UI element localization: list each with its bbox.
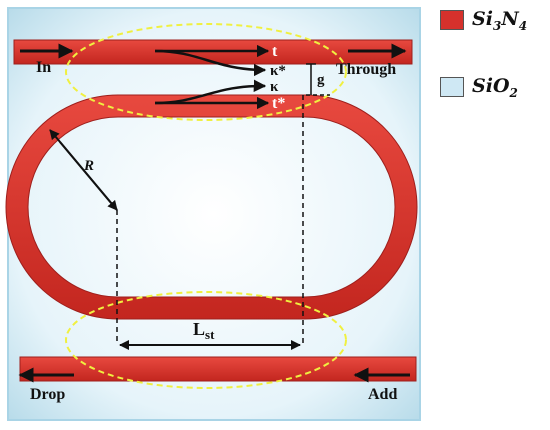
bottom-coupling-highlight xyxy=(65,291,347,389)
sio2-cladding xyxy=(7,7,421,421)
through-label: Through xyxy=(336,61,396,78)
racetrack-ring xyxy=(5,94,418,320)
legend-swatch-si3n4 xyxy=(440,10,464,30)
legend-si3n4-sub1: 3 xyxy=(492,18,502,33)
legend-label-sio2: SiO2 xyxy=(472,75,518,100)
kappa-star-label: κ* xyxy=(270,63,286,79)
bottom-bus-waveguide xyxy=(19,356,417,382)
radius-label: R xyxy=(83,158,94,174)
lst-sub: st xyxy=(205,327,215,342)
legend-sio2-sub1: 2 xyxy=(509,85,518,100)
radius-arrow-back xyxy=(59,141,118,211)
t-star-label: t* xyxy=(272,95,285,112)
top-coupling-highlight xyxy=(65,23,347,121)
gap-label: g xyxy=(317,72,325,88)
legend-si3n4-mid: N xyxy=(501,8,519,30)
t-label: t xyxy=(272,43,278,60)
lst-main: L xyxy=(193,319,205,339)
lst-label: Lst xyxy=(193,319,215,342)
legend-si3n4-sub2: 4 xyxy=(518,18,528,33)
legend-swatch-sio2 xyxy=(440,77,464,97)
add-label: Add xyxy=(368,386,397,403)
legend-sio2-base: SiO xyxy=(472,75,510,97)
kappa-star-line xyxy=(154,49,267,77)
legend-si3n4-base: Si xyxy=(472,8,493,30)
kappa-label: κ xyxy=(270,79,279,95)
drop-label: Drop xyxy=(30,386,65,403)
in-label: In xyxy=(36,59,51,76)
legend-label-si3n4: Si3N4 xyxy=(472,8,527,33)
